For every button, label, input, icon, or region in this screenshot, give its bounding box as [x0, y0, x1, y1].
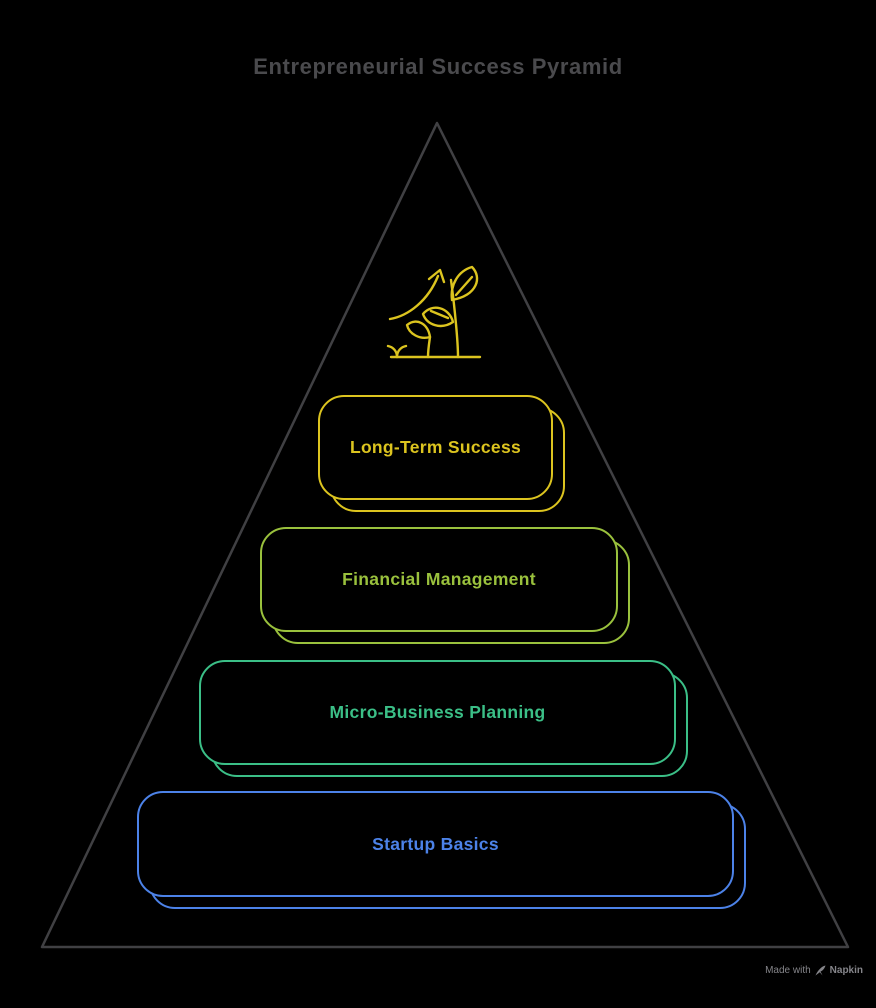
- pyramid-level: Long-Term Success: [318, 395, 565, 512]
- level-box-startup-basics: Startup Basics: [137, 791, 734, 897]
- level-box-long-term-success: Long-Term Success: [318, 395, 553, 500]
- page-title: Entrepreneurial Success Pyramid: [253, 54, 623, 79]
- level-label: Long-Term Success: [349, 437, 522, 457]
- made-with-napkin-watermark: Made with Napkin: [765, 965, 863, 976]
- pyramid-level: Financial Management: [260, 527, 630, 644]
- level-label: Financial Management: [342, 569, 536, 589]
- pyramid-outline: [40, 121, 850, 949]
- level-label: Startup Basics: [372, 833, 499, 854]
- watermark-brand: Napkin: [829, 965, 863, 976]
- napkin-logo-icon: [815, 965, 826, 976]
- level-label: Micro-Business Planning: [329, 702, 546, 722]
- level-box-micro-business-planning: Micro-Business Planning: [199, 660, 676, 765]
- watermark-prefix: Made with: [765, 965, 811, 976]
- level-box-financial-management: Financial Management: [260, 527, 618, 632]
- pyramid-level: Startup Basics: [137, 791, 746, 909]
- growth-plant-icon: [386, 265, 482, 359]
- pyramid-level: Micro-Business Planning: [199, 660, 688, 777]
